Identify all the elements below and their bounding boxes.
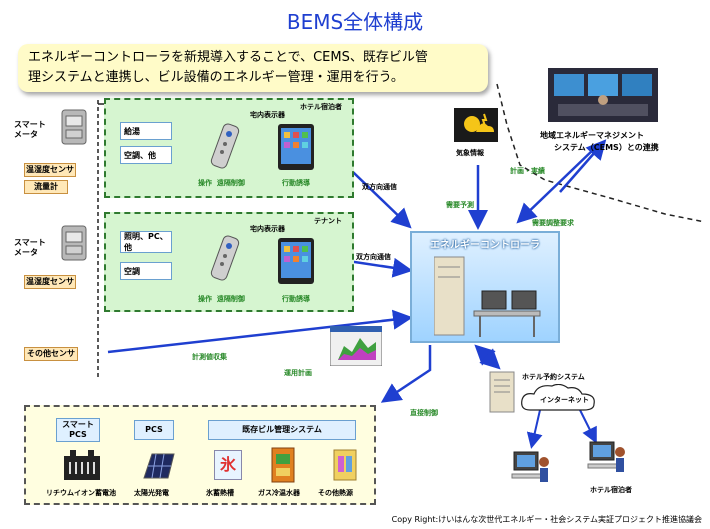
description-banner: エネルギーコントローラを新規導入することで、CEMS、既存ビル管 理システムと連… <box>18 44 488 92</box>
demand-forecast-label: 需要予測 <box>446 201 474 209</box>
server-rack-icon <box>434 256 541 337</box>
solar-label: 太陽光発電 <box>134 489 169 497</box>
other-heat-source-label: その他熱源 <box>318 489 353 497</box>
reservation-server-icon <box>489 371 515 413</box>
measure-collect-label: 計測値収集 <box>192 353 227 361</box>
tablet-icon <box>278 238 314 284</box>
tenant-display-label: 宅内表示器 <box>250 225 285 233</box>
hotel-display-label: 宅内表示器 <box>250 111 285 119</box>
remote-control-icon <box>210 235 240 281</box>
internet-cloud-icon <box>521 384 595 411</box>
controller-title: エネルギーコントローラ <box>430 240 540 251</box>
flow-meter: 流量計 <box>24 180 68 194</box>
hotel-reservation-label: ホテル予約システム <box>522 373 585 381</box>
remote-control-icon <box>210 123 240 169</box>
bidirectional-label-1: 双方向通信 <box>362 183 397 191</box>
tenant-action-label: 行動誘導 <box>282 295 310 303</box>
hotel-item-hot-water: 給湯 <box>120 122 172 140</box>
ice-storage-icon: 氷 <box>214 450 242 480</box>
pcs-box: PCS <box>134 420 174 440</box>
tenant-operation-label: 操作 遠隔制御 <box>198 295 245 303</box>
energy-controller: エネルギーコントローラ <box>410 231 560 343</box>
operation-plan-window-icon <box>330 326 382 366</box>
hotel-item-aircon: 空調、他 <box>120 146 172 164</box>
direct-control-label: 直接制御 <box>410 409 438 417</box>
internet-label: インターネット <box>540 396 589 404</box>
temp-humidity-sensor-2: 温湿度センサ <box>24 275 76 289</box>
cems-control-room-icon <box>548 68 658 122</box>
temp-humidity-sensor-1: 温湿度センサ <box>24 163 76 177</box>
banner-line-2: 理システムと連携し、ビル設備のエネルギー管理・運用を行う。 <box>28 70 404 85</box>
bidirectional-label-2: 双方向通信 <box>356 253 391 261</box>
guest-pc-icon <box>587 441 625 472</box>
copyright-text: Copy Right:けいはんな次世代エネルギー・社会システム実証プロジェクト推… <box>391 515 702 524</box>
tenant-group-title: テナント <box>314 217 342 225</box>
gas-heater-icon <box>271 447 295 483</box>
smart-meter-icon <box>61 225 87 261</box>
solar-panel-icon <box>143 453 175 479</box>
hotel-operation-label: 操作 遠隔制御 <box>198 179 245 187</box>
banner-line-1: エネルギーコントローラを新規導入することで、CEMS、既存ビル管 <box>28 50 428 65</box>
hotel-group-title: ホテル宿泊者 <box>300 103 342 111</box>
other-sensor: その他センサ <box>24 347 78 361</box>
battery-icon <box>64 450 100 480</box>
cems-label: 地域エネルギーマネジメントシステム（CEMS）との連携 <box>540 131 659 152</box>
gas-heater-label: ガス冷温水器 <box>258 489 300 497</box>
weather-icon <box>454 108 498 142</box>
guest-pc-icon <box>511 451 549 482</box>
battery-label: リチウムイオン蓄電池 <box>46 489 116 497</box>
smart-meter-label-1: スマートメータ <box>14 120 46 139</box>
page-title: BEMS全体構成 <box>286 10 424 34</box>
tenant-item-lighting: 照明、PC、他 <box>120 231 172 253</box>
operation-plan-label: 運用計画 <box>284 369 312 377</box>
hotel-guest-label: ホテル宿泊者 <box>590 486 632 494</box>
smart-meter-icon <box>61 109 87 145</box>
demand-adjust-label: 需要調整要求 <box>532 219 574 227</box>
tablet-icon <box>278 124 314 170</box>
tenant-item-aircon: 空調 <box>120 262 172 280</box>
hotel-action-label: 行動誘導 <box>282 179 310 187</box>
smart-meter-label-2: スマートメータ <box>14 238 46 257</box>
plan-result-label: 計画・実績 <box>510 167 545 175</box>
ice-storage-label: 氷蓄熱槽 <box>206 489 234 497</box>
other-heat-source-icon <box>333 449 357 481</box>
existing-building-system-box: 既存ビル管理システム <box>208 420 356 440</box>
weather-label: 気象情報 <box>456 149 484 157</box>
